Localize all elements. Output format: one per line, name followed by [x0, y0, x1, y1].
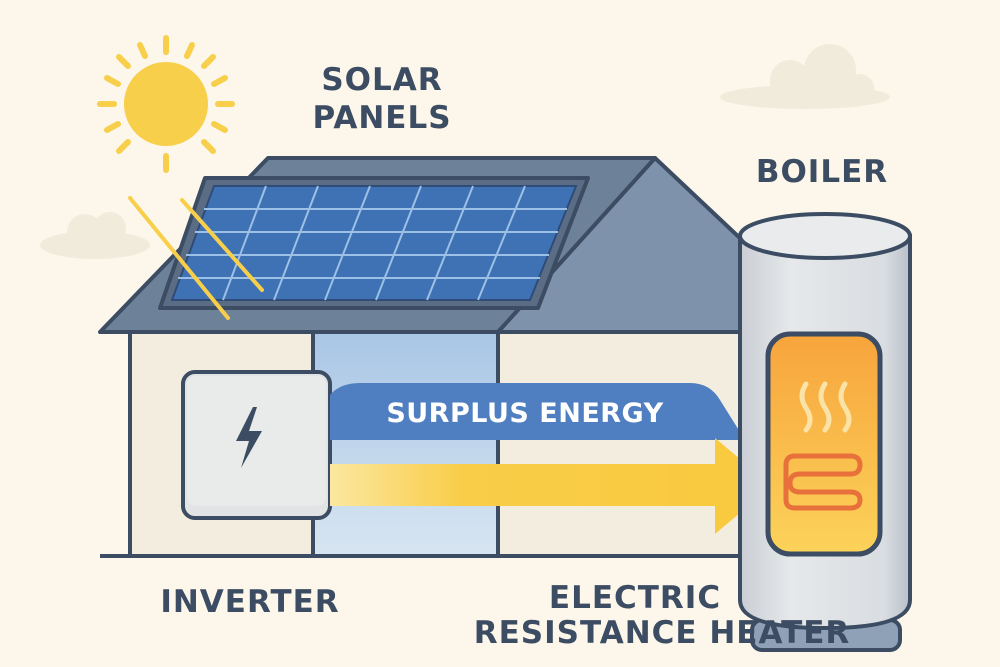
boiler-tank	[738, 212, 912, 652]
house-window	[311, 328, 500, 558]
solar-panels-label-line2: PANELS	[312, 100, 451, 136]
cloud-icon-left	[40, 212, 150, 259]
sun-icon	[97, 35, 235, 173]
boiler-label: BOILER	[756, 154, 888, 190]
lightning-bolt-icon	[236, 407, 262, 468]
sunlight-rays	[128, 196, 264, 320]
solar-panels-label-line1: SOLAR	[321, 62, 442, 98]
inverter-label: INVERTER	[160, 584, 339, 620]
solar-panel-icon	[158, 176, 590, 310]
surplus-energy-label: SURPLUS ENERGY	[386, 398, 663, 429]
heater-window	[765, 331, 883, 557]
heater-label-line1: ELECTRIC	[549, 580, 721, 616]
heater-label-line2: RESISTANCE HEATER	[474, 615, 851, 651]
cloud-icon-right	[720, 44, 890, 109]
heat-waves-icon	[799, 381, 852, 433]
surplus-energy-banner: SURPLUS ENERGY	[330, 383, 745, 440]
energy-arrow	[330, 438, 772, 534]
heating-coil-icon	[783, 453, 863, 511]
inverter-box	[181, 370, 332, 520]
